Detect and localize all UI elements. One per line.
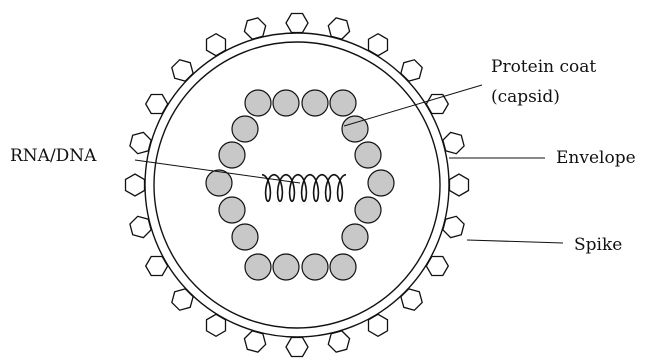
spike-18 xyxy=(129,215,152,239)
spike-20 xyxy=(129,131,152,155)
spike-13 xyxy=(285,336,309,358)
spike-7 xyxy=(448,173,470,197)
protein-coat-label: Protein coat xyxy=(491,57,596,77)
capsomere-1 xyxy=(244,89,272,117)
spike-leader-line xyxy=(466,239,564,244)
spike-label: Spike xyxy=(574,235,622,255)
capsomere-12 xyxy=(354,196,382,224)
spike-6 xyxy=(442,131,465,155)
capsomere-10 xyxy=(367,169,395,197)
capsomere-9 xyxy=(205,169,233,197)
capsomere-18 xyxy=(329,253,357,281)
capsomere-6 xyxy=(341,115,369,143)
capsomere-11 xyxy=(218,196,246,224)
capsomere-4 xyxy=(329,89,357,117)
capsomere-3 xyxy=(301,89,329,117)
envelope-inner-ring xyxy=(153,41,441,329)
capsomere-17 xyxy=(301,253,329,281)
envelope-outer-ring xyxy=(144,32,450,338)
capsomere-13 xyxy=(231,223,259,251)
spike-2 xyxy=(327,17,351,40)
spike-1 xyxy=(285,12,309,34)
spike-8 xyxy=(442,215,465,239)
spike-12 xyxy=(327,330,351,353)
capsomere-7 xyxy=(218,141,246,169)
capsomere-2 xyxy=(272,89,300,117)
protein-coat-leader-line xyxy=(343,84,483,127)
rna-dna-leader-line xyxy=(134,159,301,184)
spike-14 xyxy=(243,330,267,353)
capsomere-8 xyxy=(354,141,382,169)
spike-group xyxy=(124,12,470,358)
capsid-group xyxy=(205,89,395,281)
capsid-label: (capsid) xyxy=(491,87,560,107)
spike-19 xyxy=(124,173,146,197)
envelope-label: Envelope xyxy=(556,148,636,168)
capsomere-5 xyxy=(231,115,259,143)
capsomere-14 xyxy=(341,223,369,251)
spike-24 xyxy=(243,17,267,40)
capsomere-16 xyxy=(272,253,300,281)
nucleic-acid-coil xyxy=(261,173,347,203)
rna-dna-label: RNA/DNA xyxy=(10,146,97,166)
capsomere-15 xyxy=(244,253,272,281)
